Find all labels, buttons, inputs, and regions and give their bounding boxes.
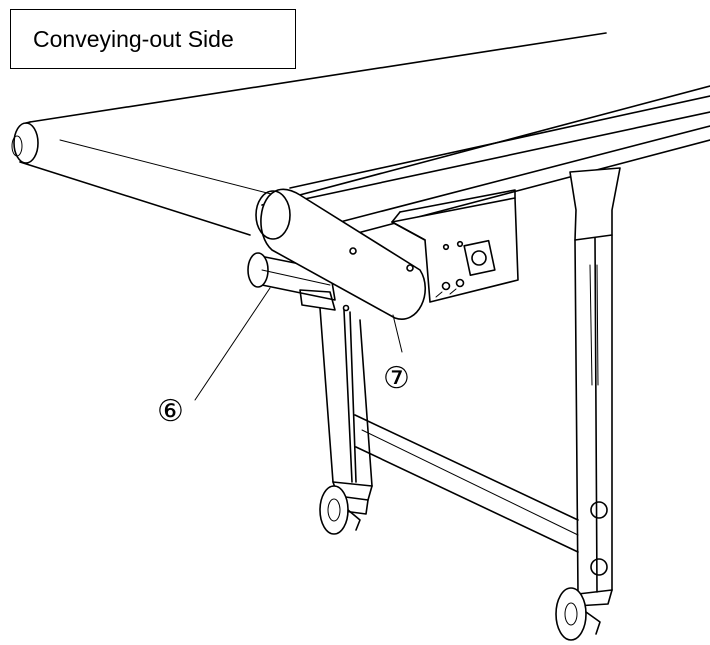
callout-7-label: ⑦ [383,361,410,396]
rear-leg [569,167,621,595]
cross-brace [354,414,579,553]
view-title-text: Conveying-out Side [33,25,234,52]
callout-6-label: ⑥ [157,394,184,429]
view-title: Conveying-out Side [10,9,296,69]
lower-pulley [247,252,336,301]
caster-rear [555,587,613,641]
motor-cover [255,188,426,320]
caster-front [319,485,369,535]
end-roller [11,121,39,164]
control-box [391,189,519,303]
leader-lines [194,287,403,401]
belt-surface [19,32,710,236]
front-leg [319,307,373,501]
